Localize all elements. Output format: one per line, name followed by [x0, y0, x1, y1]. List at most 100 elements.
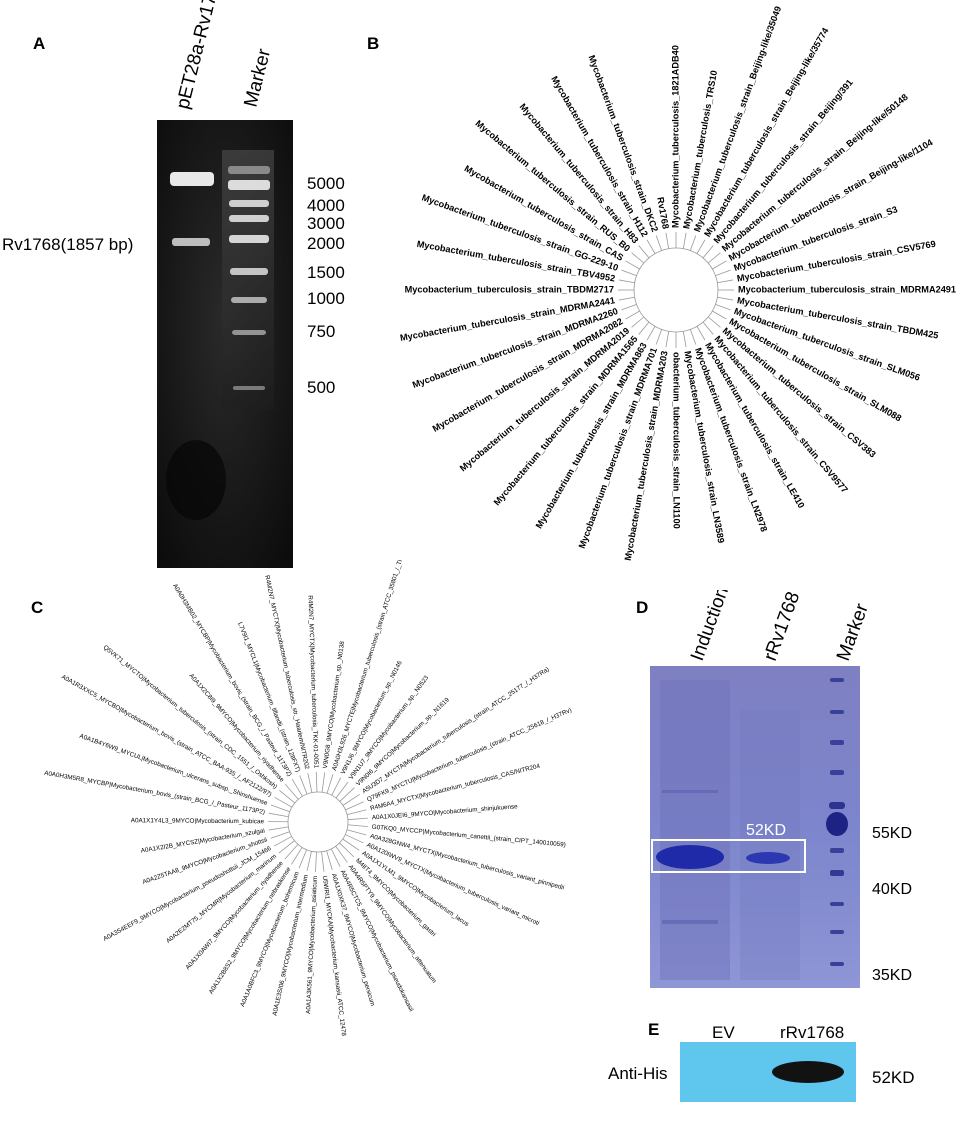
band-marker-2000 [229, 235, 269, 243]
band-marker-3000 [229, 215, 269, 222]
lane-label-induction: Induction [687, 590, 733, 664]
marker-size-500: 500 [307, 378, 335, 397]
tree-b-branch [618, 279, 635, 284]
induction-lane-smear [660, 680, 730, 980]
tree-c-branch [291, 779, 303, 797]
band-marker-750 [232, 330, 266, 335]
tree-b-branch [707, 316, 721, 328]
tree-c-branch [307, 772, 313, 793]
tree-c-branch [335, 781, 349, 799]
tree-c-branch [342, 838, 360, 851]
tree-c-branch [270, 831, 290, 839]
tree-b-leaf-label: obacterium_tuberculosis_strain_LN1100 [672, 352, 682, 529]
size-label-52kd: 52KD [872, 1068, 915, 1087]
tree-c-branch [278, 840, 295, 854]
tree-c-branch [347, 824, 368, 828]
tree-c-branch [330, 848, 341, 867]
tree-c-branch [346, 829, 367, 836]
tree-c-branch [346, 809, 367, 816]
marker-size-750: 750 [307, 322, 335, 341]
panel-a-gel-figure: pET28a-Rv1768 Marker 5000 4000 3000 2000… [2, 0, 345, 568]
gel-dark-blot [166, 440, 226, 520]
tree-c-branch [347, 817, 368, 821]
rrv1768-52kd-band [746, 852, 790, 864]
panel-e-western-blot: EV rRv1768 Anti-His 52KD [608, 1023, 915, 1102]
tree-b-branch [621, 269, 637, 277]
panel-d-sds-page: 52KD Induction rRv1768 Marker 55KD 40KD … [650, 590, 912, 988]
band-sample-5000 [170, 172, 214, 186]
marker-size-55kd: 55KD [872, 825, 912, 842]
tree-c-branch [273, 836, 292, 847]
tree-c-branch [284, 783, 299, 800]
marker-size-2000: 2000 [307, 234, 345, 253]
tree-c-branch [339, 842, 355, 858]
band-marker-top [228, 166, 270, 174]
tree-c-branch [270, 804, 290, 813]
sds-marker-ladder [826, 678, 848, 966]
sds-gel-background [650, 666, 860, 988]
panel-letter-e: E [648, 1020, 660, 1039]
tree-b-branch [665, 232, 670, 249]
tree-c-branch [315, 851, 317, 872]
blot-band-rrv1768 [772, 1061, 844, 1083]
tree-b-branch [707, 252, 721, 264]
marker-size-1000: 1000 [307, 289, 345, 308]
panel-letter-a: A [33, 34, 46, 53]
tree-b-branch [712, 310, 727, 320]
tree-c-branch [268, 812, 289, 818]
tree-c-branch [345, 801, 364, 811]
rrv1768-lane-smear [740, 710, 800, 980]
marker-lane-smear [222, 150, 274, 410]
tree-c-leaf-label: A0A1A3K561_9MYCO|Mycobacterium_asiaticum [305, 876, 319, 1014]
tree-b-inner-ring [633, 247, 719, 333]
tree-b-branch [665, 331, 670, 348]
tree-b-branch [646, 239, 656, 254]
tree-b-branch [682, 331, 687, 348]
panel-letter-b: B [367, 34, 380, 53]
tree-c-leaf-label: R4M2N7_MYCTX|Mycobacterium_tuberculosis_… [306, 595, 319, 768]
tree-b-branch [696, 239, 706, 254]
tree-b-branch [715, 269, 731, 277]
lane-label-rrv1768: rRv1768 [760, 590, 804, 664]
tree-c-branch [315, 772, 318, 793]
tree-b-branch [712, 260, 727, 270]
marker-size-4000: 4000 [307, 196, 345, 215]
tree-c-branch [326, 774, 334, 794]
tree-b-branch [638, 245, 650, 259]
tree-b-branch [625, 260, 640, 270]
lane-label-rrv1768: rRv1768 [780, 1023, 844, 1042]
marker-size-35kd: 35KD [872, 967, 912, 984]
tree-b-branch [631, 252, 645, 264]
tree-b-branch [717, 296, 734, 301]
band-marker-500 [233, 386, 265, 390]
tree-b-branch [696, 326, 706, 341]
tree-b-branch [621, 303, 637, 311]
tree-c-branch [339, 787, 355, 802]
tree-b-branch [702, 321, 714, 335]
tree-b-branch [717, 279, 734, 284]
tree-c-branch [306, 851, 312, 871]
tree-b-leaf-label: Mycobacterium_tuberculosis_1821ADB40 [670, 45, 680, 228]
band-label-rv1768: Rv1768(1857 bp) [2, 235, 133, 254]
band-marker-4000 [229, 200, 269, 207]
tree-b-branch [638, 321, 650, 335]
tree-b-branch [625, 310, 640, 320]
tree-c-leaf-label: A0A1X2I2B_MYCSZ|Mycobacterium_szulgai [140, 827, 265, 854]
marker-size-1500: 1500 [307, 263, 345, 282]
tree-c-branch [268, 826, 289, 831]
band-rv1768-1857bp [172, 238, 210, 246]
tree-b-branch [689, 329, 697, 345]
marker-55kd-band [826, 812, 848, 836]
tree-b-branch [655, 329, 663, 345]
tree-b-branch [715, 303, 731, 311]
tree-b-branch [618, 296, 635, 301]
marker-size-40kd: 40KD [872, 881, 912, 898]
panel-letter-d: D [636, 598, 649, 617]
tree-b-leaf-label: Mycobacterium_tuberculosis_strain_TBDM27… [405, 284, 614, 294]
tree-c-branch [279, 789, 296, 804]
marker-40kd-band [830, 870, 844, 876]
marker-size-5000: 5000 [307, 174, 345, 193]
panel-c-tree: R4M2N7_MYCTX|Mycobacterium_tuberculosis_… [44, 560, 573, 1037]
box-label-52kd: 52KD [746, 822, 786, 839]
